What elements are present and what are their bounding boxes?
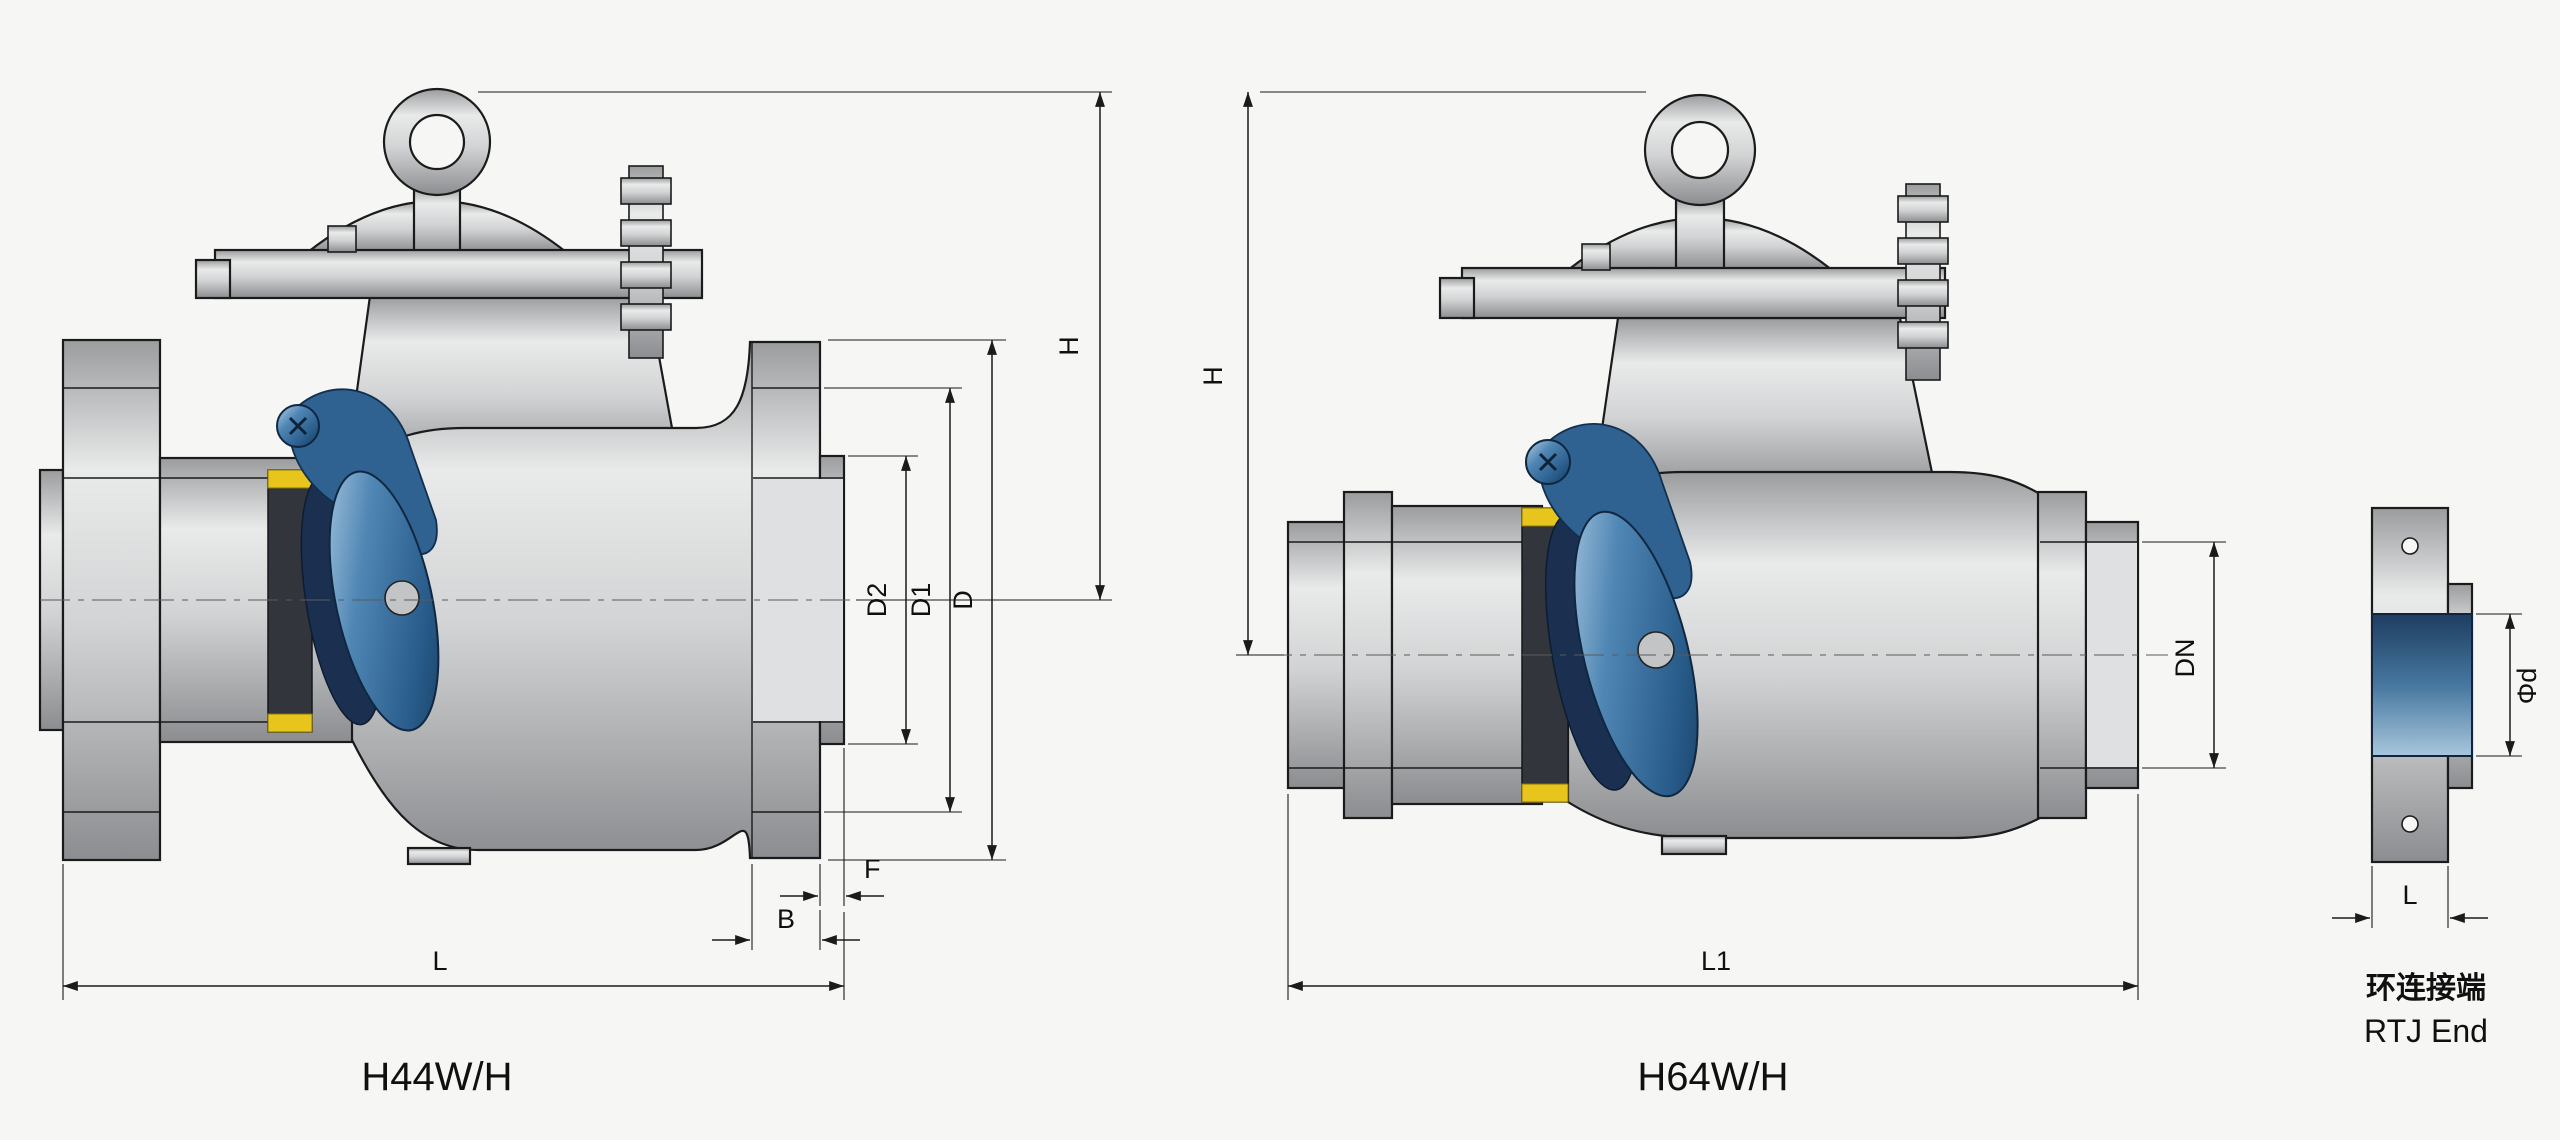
dim-label-phi-d: Φd [2512,668,2542,705]
dim-label-D1: D1 [906,583,936,618]
cover-nut-left [327,225,357,253]
model-label-right: H64W/H [1637,1055,1788,1099]
dim-label-DN: DN [2170,639,2200,678]
caption-rtj-end: RTJ End [2364,1013,2488,1049]
swing-disc-right [1573,510,1699,798]
caption-chinese: 环连接端 [2366,972,2486,1005]
ring-groove-band [2371,613,2473,757]
valve-right-dimensions: H DN L1 [1198,91,2226,1000]
valve-left-drawing [38,87,872,866]
cover-flange-right [1460,266,1947,320]
seal-bottom-right [1521,783,1569,803]
seal-bottom-left [267,713,313,733]
bolt-hole-top [2401,537,2419,555]
dim-label-L-flange: L [2402,880,2417,910]
eye-boss-left [412,184,462,258]
valve-right-drawing [1262,93,2168,856]
dim-label-D2: D2 [862,583,892,618]
dim-label-F: F [864,854,881,884]
disc-nut-left [384,580,420,616]
dim-label-H-right: H [1198,366,1228,386]
body-foot-left [406,846,472,866]
inlet-pipe-right [1390,504,1544,806]
stud-bolt-left [620,165,672,359]
stud-bolt-right [1897,183,1949,381]
swing-disc-left [328,470,440,732]
bolt-hole-bottom [2401,815,2419,833]
dim-label-B: B [777,904,795,934]
dim-label-L1: L1 [1701,946,1731,976]
dim-label-H-left: H [1054,336,1084,356]
valve-left-dimensions: H D D1 D2 F B L [62,91,1112,1000]
cover-nut-right [1581,243,1611,271]
model-label-left: H44W/H [361,1055,512,1099]
eye-boss-right [1674,196,1726,272]
lifting-eye-hole-left [408,113,466,171]
rtj-flange-detail: Φd L 环连接端 RTJ End [2332,506,2542,1049]
dim-label-D: D [948,590,978,610]
body-foot-right [1660,834,1728,856]
disc-nut-right [1637,631,1675,669]
dim-label-L-left: L [432,946,447,976]
lifting-eye-hole-right [1670,120,1730,180]
